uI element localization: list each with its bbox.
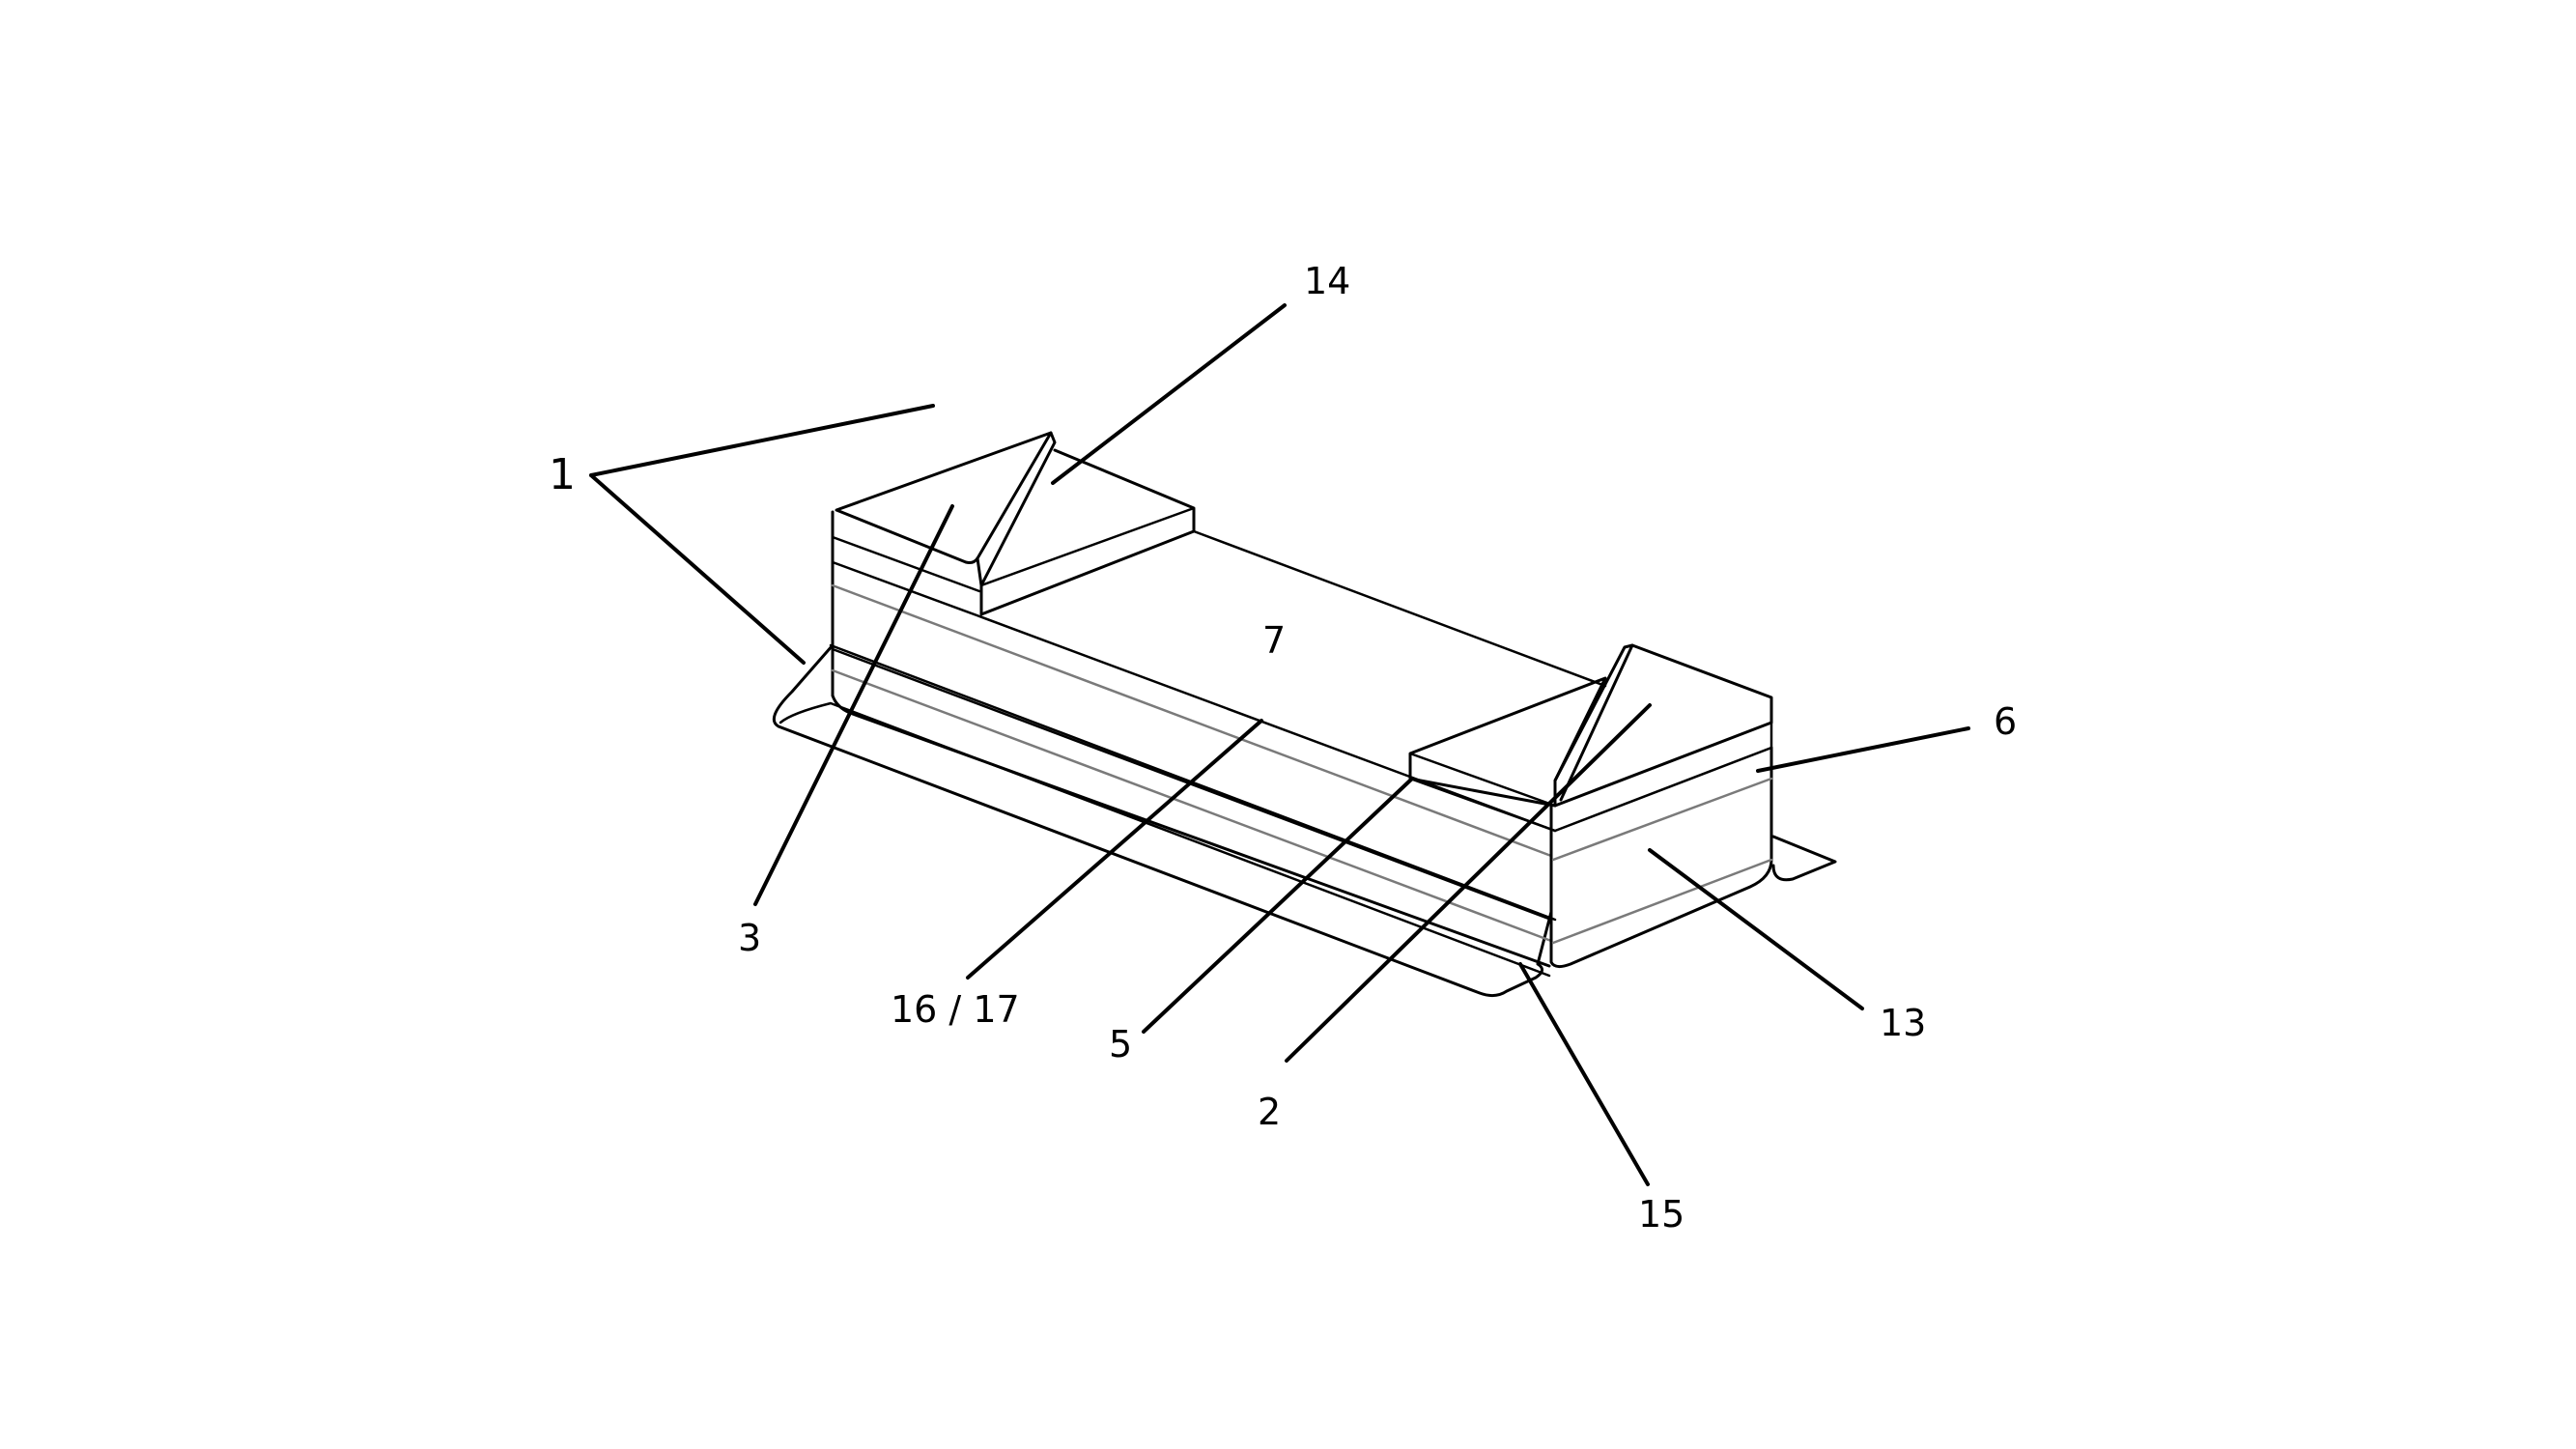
right-block-wedge	[1553, 643, 1634, 802]
left-block-front-line2	[831, 560, 981, 618]
leader-lines	[589, 303, 1970, 1186]
right-block-channel-face	[1408, 676, 1607, 808]
label-2: 2	[1258, 1091, 1281, 1133]
label-13: 13	[1880, 1002, 1926, 1044]
right-block-grey-line	[1551, 777, 1773, 862]
right-block-grey-line2	[1551, 858, 1773, 945]
label-5: 5	[1109, 1023, 1132, 1065]
label-7: 7	[1262, 619, 1286, 662]
bottom-flange-front-edge	[778, 701, 1551, 978]
main-front-grey-line2	[831, 668, 1553, 943]
leader-2	[1285, 703, 1652, 1063]
right-block-channel-face-bottom	[1408, 777, 1557, 833]
leader-16-17	[966, 719, 1263, 980]
right-block-front	[1549, 746, 1773, 969]
right-tab	[1771, 835, 1837, 882]
left-block-inner-side	[979, 448, 1196, 616]
right-block-channel-face-top	[1408, 752, 1557, 808]
label-6: 6	[1994, 700, 2017, 743]
main-front-grey-line	[831, 583, 1553, 858]
leader-6	[1756, 726, 1970, 773]
reference-labels: 1 14 7 6 3 16 / 17 5 2 13 15	[549, 260, 2017, 1236]
leader-13	[1648, 848, 1864, 1010]
label-16-17: 16 / 17	[891, 988, 1020, 1031]
main-front-line-a	[831, 647, 1553, 922]
leader-1b	[589, 473, 806, 665]
leader-14	[1051, 303, 1287, 485]
device-body	[772, 431, 1837, 998]
left-block-inner-edge	[979, 506, 1196, 587]
label-15: 15	[1638, 1193, 1684, 1236]
label-14: 14	[1304, 260, 1350, 302]
leader-1a	[589, 404, 935, 477]
main-front-bottom-edge	[831, 694, 1551, 968]
label-1: 1	[549, 450, 576, 499]
leader-15	[1518, 962, 1650, 1186]
bottom-flange	[772, 643, 1553, 998]
left-block-front-line1	[831, 535, 981, 593]
left-block-wedge	[976, 431, 1057, 587]
left-block-top	[835, 431, 1053, 564]
leader-5	[1142, 777, 1414, 1034]
label-3: 3	[738, 917, 761, 959]
channel-back-edge	[1192, 529, 1607, 688]
leader-3	[753, 504, 954, 906]
right-block-top	[1553, 643, 1773, 808]
